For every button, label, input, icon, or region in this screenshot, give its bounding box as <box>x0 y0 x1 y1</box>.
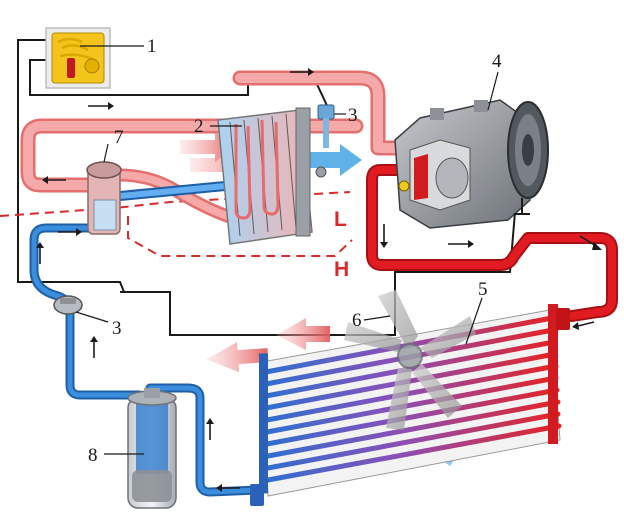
condenser <box>250 304 570 506</box>
receiver-drier <box>127 388 177 509</box>
label-condenser: 5 <box>478 279 488 300</box>
pressure-switch-top <box>315 104 335 178</box>
label-compressor: 4 <box>492 51 502 72</box>
label-pressure-switch-bottom: 3 <box>112 318 122 339</box>
label-level-low: L <box>334 208 347 231</box>
label-level-high: H <box>334 258 349 281</box>
compressor <box>394 99 549 229</box>
label-evaporator: 2 <box>194 116 204 137</box>
evaporator <box>217 107 313 245</box>
label-pressure-switch-top: 3 <box>348 105 358 126</box>
ac-control-switch <box>45 27 111 89</box>
label-fan: 6 <box>352 310 362 331</box>
label-expansion-valve: 7 <box>114 127 124 148</box>
label-receiver-drier: 8 <box>88 445 98 466</box>
condenser-outflow-arrows <box>206 318 330 373</box>
evaporator-outflow-arrow <box>305 144 362 176</box>
fan <box>344 290 476 430</box>
expansion-valve <box>86 161 122 235</box>
flow-arrows <box>36 68 602 492</box>
leader-lines <box>75 45 499 455</box>
pressure-switch-bottom <box>53 295 83 315</box>
discharge-line <box>366 164 618 322</box>
label-switch: 1 <box>147 36 157 57</box>
